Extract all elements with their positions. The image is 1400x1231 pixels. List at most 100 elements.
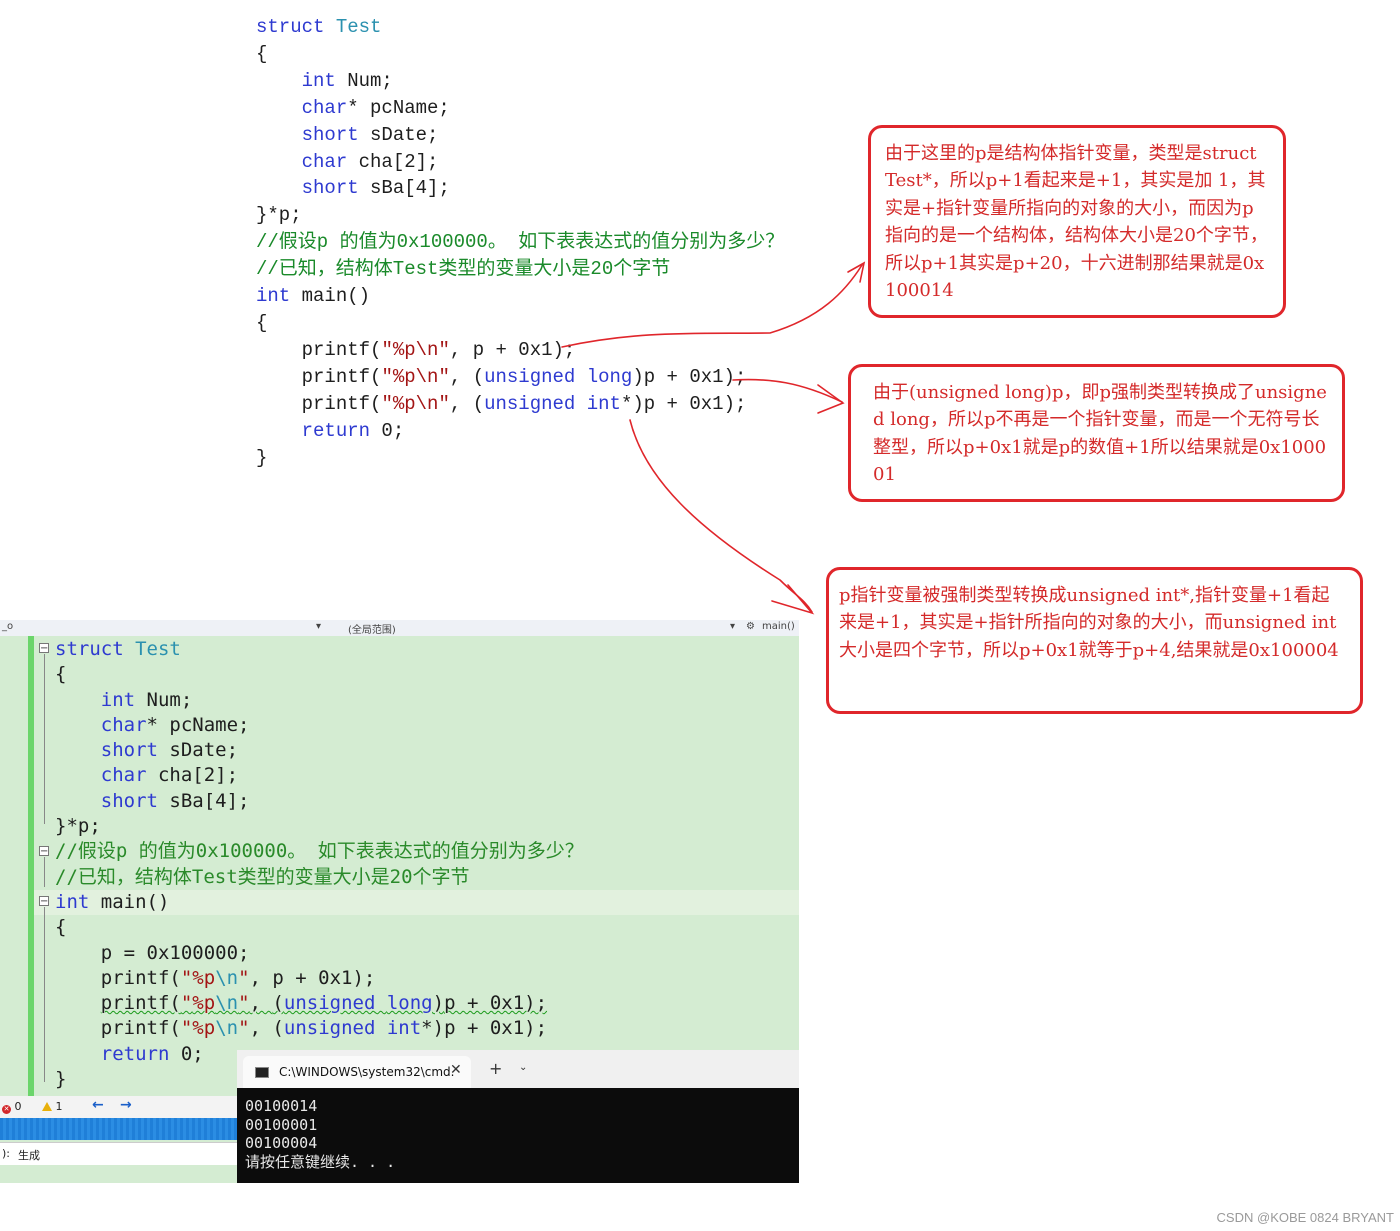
terminal-tab[interactable]: C:\WINDOWS\system32\cmd. ✕ bbox=[243, 1056, 471, 1088]
printf-arg: p + 0x1); bbox=[272, 966, 376, 989]
ide-code-editor[interactable]: struct Test { int Num; char* pcName; sho… bbox=[55, 637, 584, 1092]
console-line: 00100014 bbox=[245, 1097, 318, 1115]
cast-ptr: *) bbox=[620, 392, 644, 415]
fmt-spec: %p bbox=[192, 992, 216, 1015]
field-type: int bbox=[301, 69, 336, 92]
printf-call: printf( bbox=[301, 392, 382, 415]
kw-unsigned: unsigned bbox=[283, 1017, 376, 1040]
warning-squiggle-line[interactable]: printf("%p\n", (unsigned long)p + 0x1); bbox=[101, 992, 547, 1014]
field-type: char bbox=[301, 150, 348, 173]
field-type: short bbox=[100, 739, 158, 762]
printf-call: printf( bbox=[301, 338, 382, 361]
cast-ptr: *) bbox=[421, 1017, 445, 1040]
warning-count[interactable]: 1 bbox=[42, 1100, 63, 1113]
field-type: char bbox=[100, 764, 147, 787]
printf-call: printf( bbox=[100, 1017, 181, 1040]
cast-paren: ) bbox=[632, 365, 644, 388]
new-tab-plus-icon[interactable]: + bbox=[489, 1059, 503, 1078]
cmd-icon bbox=[255, 1067, 269, 1078]
fold-guide bbox=[44, 654, 45, 824]
fold-toggle-icon[interactable]: − bbox=[39, 846, 49, 857]
arg-sep: , bbox=[249, 966, 273, 989]
field-rest: sBa[4]; bbox=[157, 789, 250, 812]
return-value: 0; bbox=[169, 1042, 204, 1065]
fmt-quote: " bbox=[180, 1017, 193, 1040]
arg-sep: , bbox=[449, 338, 473, 361]
comment-line-1: //假设p 的值为0x100000。 如下表表达式的值分别为多少？ bbox=[55, 840, 584, 863]
fmt-escape: \n bbox=[415, 338, 439, 361]
header-left: _o bbox=[2, 621, 14, 632]
struct-name: Test bbox=[135, 638, 181, 660]
kw-long: long bbox=[386, 992, 433, 1015]
terminal-tab-strip: C:\WINDOWS\system32\cmd. ✕ + ⌄ bbox=[237, 1050, 799, 1088]
fmt-quote: " bbox=[381, 365, 393, 388]
fold-toggle-icon[interactable]: − bbox=[39, 896, 49, 907]
kw-int: int bbox=[586, 392, 621, 415]
fmt-spec: %p bbox=[392, 338, 416, 361]
comment-line-2: //已知，结构体Test类型的变量大小是20个字节 bbox=[256, 258, 671, 281]
ide-status-bar: ✕ 0 1 ← → bbox=[0, 1096, 237, 1118]
printf-call: printf( bbox=[100, 966, 181, 989]
printf-arg: p + 0x1); bbox=[643, 365, 747, 388]
dropdown-arrow-icon[interactable]: ▾ bbox=[316, 621, 322, 632]
fmt-quote: " bbox=[381, 338, 393, 361]
fmt-quote: " bbox=[238, 992, 250, 1015]
return-value: 0; bbox=[370, 419, 405, 442]
open-brace: { bbox=[256, 42, 268, 65]
output-prefix: ): bbox=[2, 1147, 10, 1160]
console-line: 00100001 bbox=[245, 1115, 318, 1134]
field-rest: sBa[4]; bbox=[358, 177, 450, 200]
close-icon[interactable]: ✕ bbox=[450, 1062, 462, 1078]
struct-end: }*p; bbox=[256, 204, 302, 227]
fmt-quote: " bbox=[238, 1017, 250, 1040]
kw-unsigned: unsigned bbox=[484, 392, 576, 415]
kw-return: return bbox=[100, 1042, 170, 1065]
open-brace: { bbox=[256, 311, 268, 334]
fold-toggle-icon[interactable]: − bbox=[39, 643, 49, 654]
fmt-spec: %p bbox=[192, 1017, 216, 1040]
fmt-spec: %p bbox=[392, 365, 416, 388]
cast-paren: ( bbox=[472, 365, 485, 388]
fmt-quote: " bbox=[180, 966, 193, 989]
arg-sep: , bbox=[249, 1017, 273, 1040]
fold-guide bbox=[44, 857, 45, 887]
cast-paren: ( bbox=[272, 1017, 284, 1040]
nav-back-icon[interactable]: ← bbox=[92, 1097, 104, 1113]
field-rest: Num; bbox=[135, 688, 193, 711]
arg-sep: , bbox=[449, 365, 473, 388]
field-rest: * pcName; bbox=[347, 96, 450, 119]
field-rest: cha[2]; bbox=[146, 764, 239, 787]
printf-arg: p + 0x1); bbox=[643, 392, 747, 415]
error-count[interactable]: ✕ 0 bbox=[2, 1100, 22, 1114]
tab-title: C:\WINDOWS\system32\cmd. bbox=[279, 1065, 455, 1079]
change-margin bbox=[28, 636, 34, 1096]
dropdown-arrow-icon[interactable]: ▾ bbox=[730, 621, 736, 632]
arrowhead-3 bbox=[771, 584, 815, 615]
console-output: 00100014 00100001 00100004 请按任意键继续. . . bbox=[245, 1097, 395, 1171]
code-snippet-top: struct Test { int Num; char* pcName; sho… bbox=[256, 14, 784, 471]
printf-arg: p + 0x1); bbox=[472, 338, 576, 361]
close-brace: } bbox=[256, 446, 268, 469]
annotation-box-2: 由于(unsigned long)p，即p强制类型转换成了unsigned lo… bbox=[848, 364, 1345, 502]
chevron-down-icon[interactable]: ⌄ bbox=[519, 1062, 528, 1073]
fmt-quote: " bbox=[438, 338, 450, 361]
kw-struct: struct bbox=[256, 16, 325, 38]
output-source-select[interactable]: 生成 bbox=[18, 1149, 40, 1162]
error-icon: ✕ bbox=[2, 1105, 11, 1114]
annotation-box-1: 由于这里的p是结构体指针变量，类型是struct Test*，所以p+1看起来是… bbox=[868, 125, 1286, 318]
scope-dropdown[interactable]: (全局范围) bbox=[348, 625, 396, 636]
kw-unsigned: unsigned bbox=[283, 992, 376, 1015]
fmt-spec: %p bbox=[392, 392, 416, 415]
main-signature: main() bbox=[89, 890, 170, 913]
field-type: char bbox=[100, 713, 147, 736]
printf-arg: p + 0x1); bbox=[444, 992, 548, 1015]
fold-guide bbox=[44, 907, 45, 1082]
function-dropdown[interactable]: main() bbox=[762, 621, 795, 632]
fmt-escape: \n bbox=[415, 365, 439, 388]
arrowhead-1 bbox=[847, 261, 866, 283]
struct-name: Test bbox=[335, 16, 382, 38]
comment-line-1: //假设p 的值为0x100000。 如下表表达式的值分别为多少？ bbox=[256, 231, 785, 254]
fmt-escape: \n bbox=[215, 966, 239, 989]
annotation-box-3: p指针变量被强制类型转换成unsigned int*,指针变量+1看起来是+1，… bbox=[826, 567, 1363, 714]
nav-forward-icon[interactable]: → bbox=[120, 1097, 132, 1113]
